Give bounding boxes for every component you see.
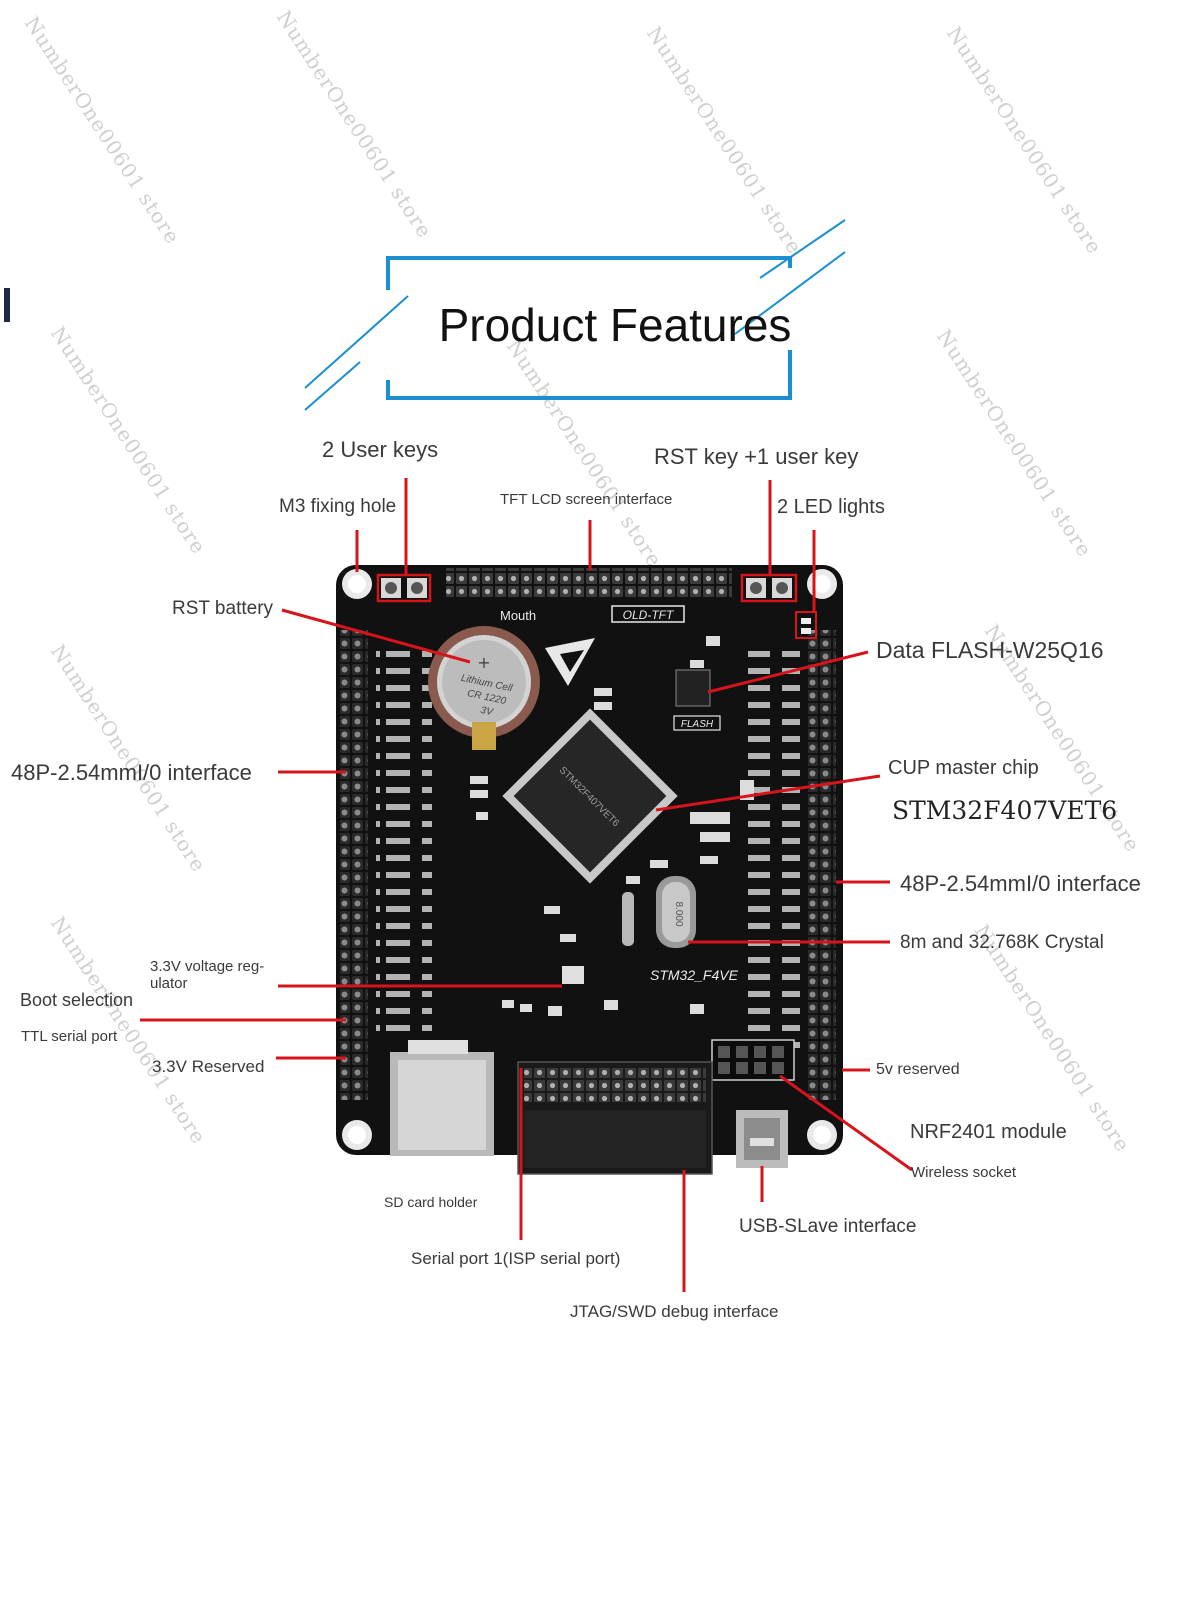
svg-text:3V: 3V bbox=[479, 705, 495, 719]
label-5v-reserved: 5v reserved bbox=[876, 1061, 960, 1078]
board-logo bbox=[545, 638, 595, 686]
callout-cpu bbox=[655, 774, 881, 812]
label-chip-model: STM32F407VET6 bbox=[892, 796, 1118, 825]
io-header-right bbox=[808, 630, 836, 1100]
label-nrf2401: NRF2401 module bbox=[910, 1121, 1067, 1143]
svg-text:+: + bbox=[477, 653, 490, 672]
usb-connector bbox=[736, 1110, 788, 1168]
label-crystal: 8m and 32.768K Crystal bbox=[900, 932, 1104, 953]
label-cpu-chip: CUP master chip bbox=[888, 757, 1039, 779]
label-ttl-serial: TTL serial port bbox=[21, 1028, 118, 1045]
label-io-right: 48P-2.54mmI/0 interface bbox=[900, 871, 1141, 896]
label-led-lights: 2 LED lights bbox=[777, 496, 885, 518]
label-serial-port1: Serial port 1(ISP serial port) bbox=[411, 1249, 621, 1268]
mcu-chip: STM32F407VET6 bbox=[502, 708, 678, 884]
page-title: Product Features bbox=[438, 299, 792, 351]
io-header-left bbox=[340, 630, 368, 1100]
label-wireless-socket: Wireless socket bbox=[911, 1164, 1017, 1181]
crystal-oscillator: 8.000 bbox=[622, 876, 696, 948]
label-m3-hole: M3 fixing hole bbox=[279, 496, 397, 517]
label-io-left: 48P-2.54mmI/0 interface bbox=[11, 760, 252, 785]
silk-board-name: STM32_F4VE bbox=[650, 967, 739, 983]
label-jtag: JTAG/SWD debug interface bbox=[570, 1302, 779, 1321]
label-boot-selection: Boot selection bbox=[20, 990, 134, 1010]
led-lights bbox=[795, 611, 817, 639]
passive-components bbox=[470, 636, 754, 1016]
label-usb-slave: USB-SLave interface bbox=[739, 1216, 917, 1237]
sd-card-holder bbox=[390, 1040, 494, 1156]
user-key-buttons bbox=[376, 573, 432, 603]
edge-mark bbox=[4, 288, 10, 322]
label-rst-user-key: RST key +1 user key bbox=[654, 444, 859, 469]
tft-lcd-header bbox=[446, 568, 732, 598]
label-sd-card: SD card holder bbox=[384, 1194, 478, 1210]
jtag-connector bbox=[517, 1061, 713, 1175]
label-3v3-reserved: 3.3V Reserved bbox=[152, 1057, 265, 1076]
label-user-keys: 2 User keys bbox=[322, 437, 439, 462]
silk-mouth: Mouth bbox=[500, 608, 536, 623]
label-rst-battery: RST battery bbox=[172, 598, 274, 619]
svg-text:8.000: 8.000 bbox=[673, 901, 684, 926]
callout-flash bbox=[707, 650, 869, 694]
label-tft-lcd: TFT LCD screen interface bbox=[500, 491, 673, 508]
flash-chip: FLASH bbox=[673, 669, 721, 731]
callout-battery bbox=[281, 608, 471, 664]
label-data-flash: Data FLASH-W25Q16 bbox=[876, 637, 1104, 663]
callout-nrf2401 bbox=[779, 1074, 913, 1172]
voltage-regulator bbox=[562, 966, 584, 984]
mounting-holes bbox=[342, 569, 837, 1150]
svg-text:FLASH: FLASH bbox=[681, 719, 714, 730]
label-regulator: 3.3V voltage reg- ulator bbox=[150, 958, 265, 992]
nrf2401-socket bbox=[711, 1039, 795, 1081]
silk-oled-tft: OLD-TFT bbox=[623, 608, 675, 622]
